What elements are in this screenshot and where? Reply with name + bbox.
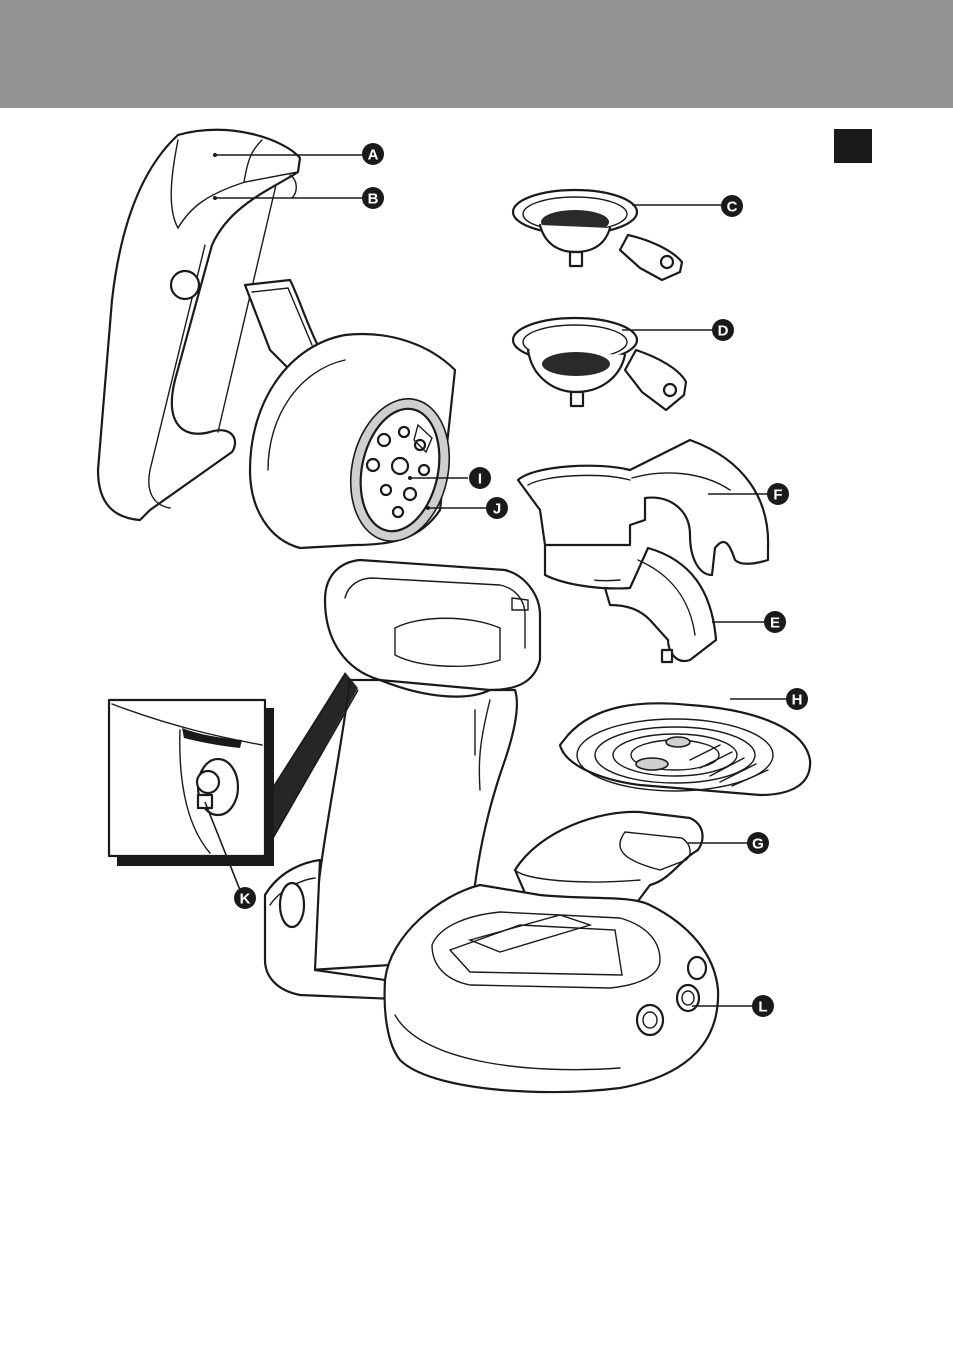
- label-f: F: [767, 483, 789, 505]
- svg-text:I: I: [478, 471, 482, 488]
- label-k: K: [234, 887, 256, 909]
- svg-text:D: D: [718, 323, 729, 340]
- drip-tray: [560, 703, 810, 795]
- inset-detail: [109, 672, 358, 866]
- svg-text:H: H: [792, 692, 803, 709]
- svg-text:A: A: [368, 147, 379, 164]
- label-j: J: [486, 497, 508, 519]
- label-i: I: [469, 467, 491, 489]
- base-unit: [385, 885, 719, 1092]
- double-pad-holder: [513, 318, 686, 410]
- label-b: B: [362, 187, 384, 209]
- svg-text:J: J: [493, 501, 501, 518]
- label-c: C: [721, 195, 743, 217]
- label-l: L: [752, 995, 774, 1017]
- svg-text:E: E: [770, 615, 780, 632]
- label-h: H: [786, 688, 808, 710]
- svg-text:F: F: [773, 487, 782, 504]
- svg-text:L: L: [758, 999, 767, 1016]
- label-e: E: [764, 611, 786, 633]
- svg-text:G: G: [752, 836, 764, 853]
- coffee-spout: [518, 440, 768, 662]
- svg-text:C: C: [727, 199, 738, 216]
- label-d: D: [712, 319, 734, 341]
- svg-text:B: B: [368, 191, 379, 208]
- svg-text:K: K: [240, 891, 251, 908]
- label-g: G: [747, 832, 769, 854]
- label-a: A: [362, 143, 384, 165]
- single-pad-holder: [513, 190, 682, 280]
